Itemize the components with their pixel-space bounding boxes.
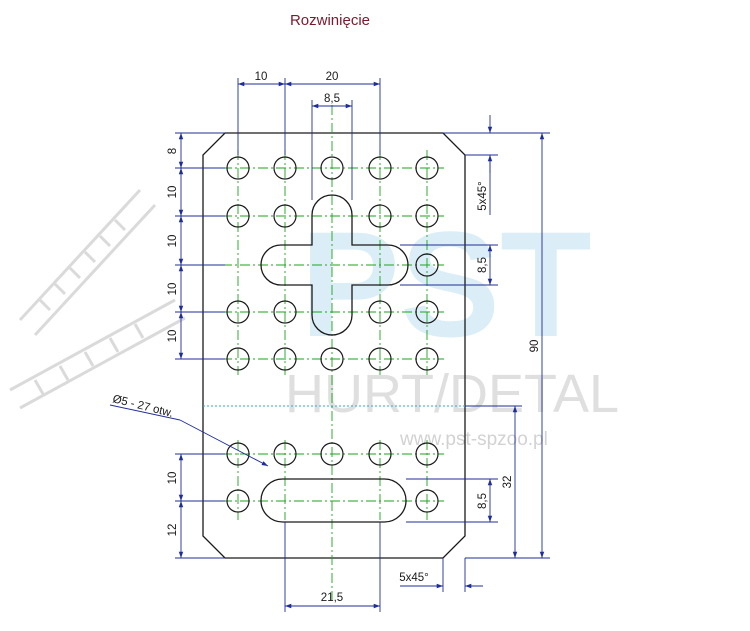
watermark: PST HURT/DETAL www.pst-spzoo.pl xyxy=(9,188,619,450)
holes-note: Ø5 - 27 otw. xyxy=(111,393,174,420)
hole xyxy=(415,347,439,371)
hole xyxy=(415,489,439,513)
drawing-title: Rozwinięcie xyxy=(289,12,371,29)
hole xyxy=(226,347,250,371)
hole xyxy=(415,442,439,466)
holes xyxy=(226,156,439,513)
dim-right-8-5-top: 8,5 xyxy=(477,257,489,273)
cross-slot xyxy=(260,194,409,336)
hole xyxy=(226,156,250,180)
dim-left-10-b: 10 xyxy=(167,235,179,248)
screw-watermark-icon xyxy=(9,188,186,410)
hole xyxy=(320,156,344,180)
hole xyxy=(273,442,297,466)
dim-top-8-5: 8,5 xyxy=(324,93,340,105)
hole xyxy=(226,204,250,228)
dim-chamfer-top: 5x45° xyxy=(477,181,489,211)
dim-left-10-a: 10 xyxy=(167,186,179,199)
dim-left-12: 12 xyxy=(167,524,179,537)
center-lines xyxy=(222,105,444,600)
hole xyxy=(368,300,392,324)
dim-top-20: 20 xyxy=(326,71,339,83)
hole xyxy=(226,442,250,466)
watermark-logo: PST xyxy=(300,200,592,368)
hole xyxy=(368,156,392,180)
hole xyxy=(273,300,297,324)
dim-left-10-lower: 10 xyxy=(167,472,179,485)
dim-top-10: 10 xyxy=(255,71,268,83)
dim-left-10-d: 10 xyxy=(167,330,179,343)
long-slot xyxy=(260,478,407,523)
hole xyxy=(273,204,297,228)
dim-right-8-5-bottom: 8,5 xyxy=(477,493,489,509)
dim-right-32: 32 xyxy=(502,476,514,489)
hole xyxy=(226,300,250,324)
hole xyxy=(415,204,439,228)
watermark-subtitle: HURT/DETAL xyxy=(285,364,619,424)
hole xyxy=(368,204,392,228)
dim-right-90: 90 xyxy=(529,340,541,353)
hole xyxy=(368,347,392,371)
dimension-lines xyxy=(109,78,550,612)
hole xyxy=(273,347,297,371)
hole xyxy=(415,253,439,277)
hole xyxy=(226,489,250,513)
dim-left-8: 8 xyxy=(167,148,179,154)
hole xyxy=(320,442,344,466)
dim-bottom-21-5: 21,5 xyxy=(321,592,343,604)
watermark-url: www.pst-spzoo.pl xyxy=(399,429,548,450)
dim-left-10-c: 10 xyxy=(167,283,179,296)
hole xyxy=(368,442,392,466)
hole xyxy=(320,347,344,371)
hole xyxy=(415,156,439,180)
hole xyxy=(273,156,297,180)
dim-chamfer-bottom: 5x45° xyxy=(399,572,429,584)
hole xyxy=(415,300,439,324)
